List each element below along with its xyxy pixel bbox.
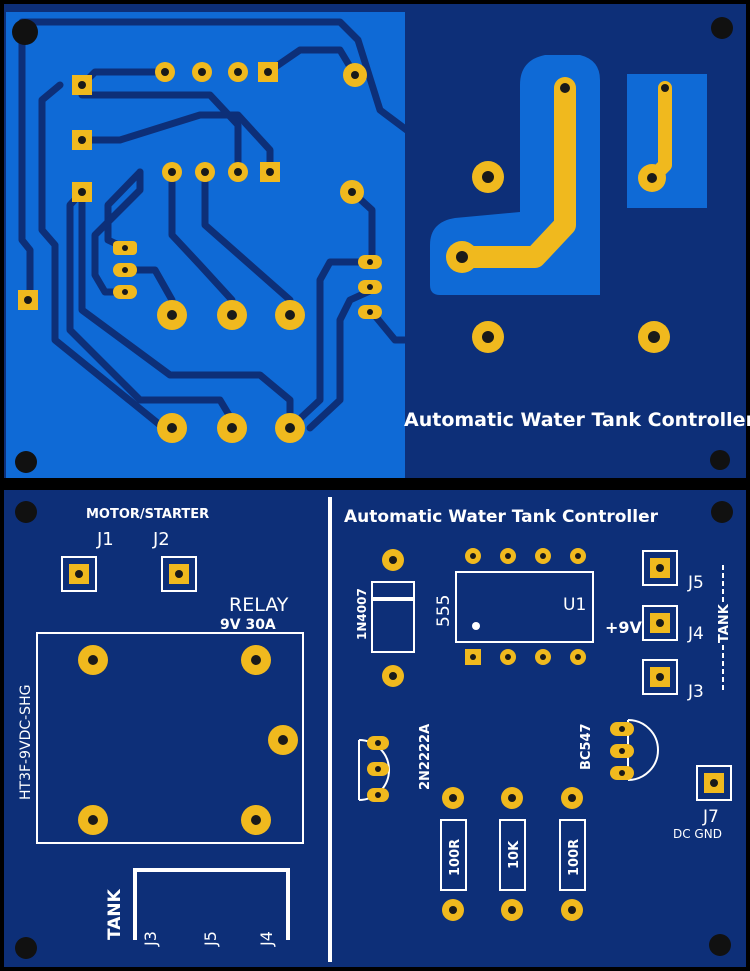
q1-label: 2N2222A <box>418 724 433 790</box>
ic-555 <box>455 548 594 665</box>
ic-555-label: 555 <box>434 595 454 627</box>
relay-rating: 9V 30A <box>220 617 276 633</box>
resistor-r1 <box>440 787 467 921</box>
j2-label: J2 <box>152 529 170 550</box>
mounting-holes-top <box>15 501 733 959</box>
top-silk-layer: MOTOR/STARTER J1 J2 RELAY 9V 30A HT3F-9V… <box>4 490 746 967</box>
relay-pads <box>78 645 298 835</box>
j5-bottom-label: J5 <box>201 931 220 947</box>
j4-label: J4 <box>687 624 704 644</box>
r3-label: 100R <box>567 839 582 876</box>
bottom-pads <box>18 62 670 443</box>
diode-1n4007 <box>371 549 415 687</box>
transistor-2n2222a <box>358 736 390 802</box>
transistor-bc547 <box>610 719 659 781</box>
motor-starter-label: MOTOR/STARTER <box>86 507 209 522</box>
relay-label: RELAY <box>229 594 289 616</box>
resistor-r2 <box>499 787 526 921</box>
j7-label: J7 <box>702 807 719 827</box>
diode-label: 1N4007 <box>355 588 369 640</box>
u1-label: U1 <box>563 595 586 615</box>
j3-label: J3 <box>687 682 704 702</box>
r1-label: 100R <box>448 839 463 876</box>
tank-side-label: TANK <box>717 603 732 643</box>
j2-connector <box>161 556 197 592</box>
tank-bottom-label: TANK <box>105 888 125 940</box>
j3-bottom-label: J3 <box>141 931 160 947</box>
j4-connector <box>642 605 678 641</box>
j7-connector <box>696 765 732 801</box>
relay-outline <box>36 632 304 844</box>
dc-gnd-label: DC GND <box>673 827 722 841</box>
r2-label: 10K <box>507 840 522 869</box>
j5-connector <box>642 550 678 586</box>
j4-bottom-label: J4 <box>257 931 276 947</box>
q2-label: BC547 <box>579 723 594 770</box>
bottom-title: Automatic Water Tank Controller <box>404 409 750 431</box>
copper-pour-left <box>6 12 405 478</box>
j5-label: J5 <box>687 573 704 593</box>
relay-part-label: HT3F-9VDC-SHG <box>18 685 34 800</box>
bottom-copper-layer: Automatic Water Tank Controller <box>4 4 750 478</box>
j1-connector <box>61 556 97 592</box>
relay-power-trace <box>451 77 576 268</box>
j3-connector <box>642 659 678 695</box>
j1-label: J1 <box>96 529 114 550</box>
plus9v-label: +9V <box>605 618 643 637</box>
tank-bracket <box>133 868 290 940</box>
mounting-holes-bottom <box>12 17 733 473</box>
top-title: Automatic Water Tank Controller <box>344 507 659 527</box>
resistor-r3 <box>559 787 586 921</box>
